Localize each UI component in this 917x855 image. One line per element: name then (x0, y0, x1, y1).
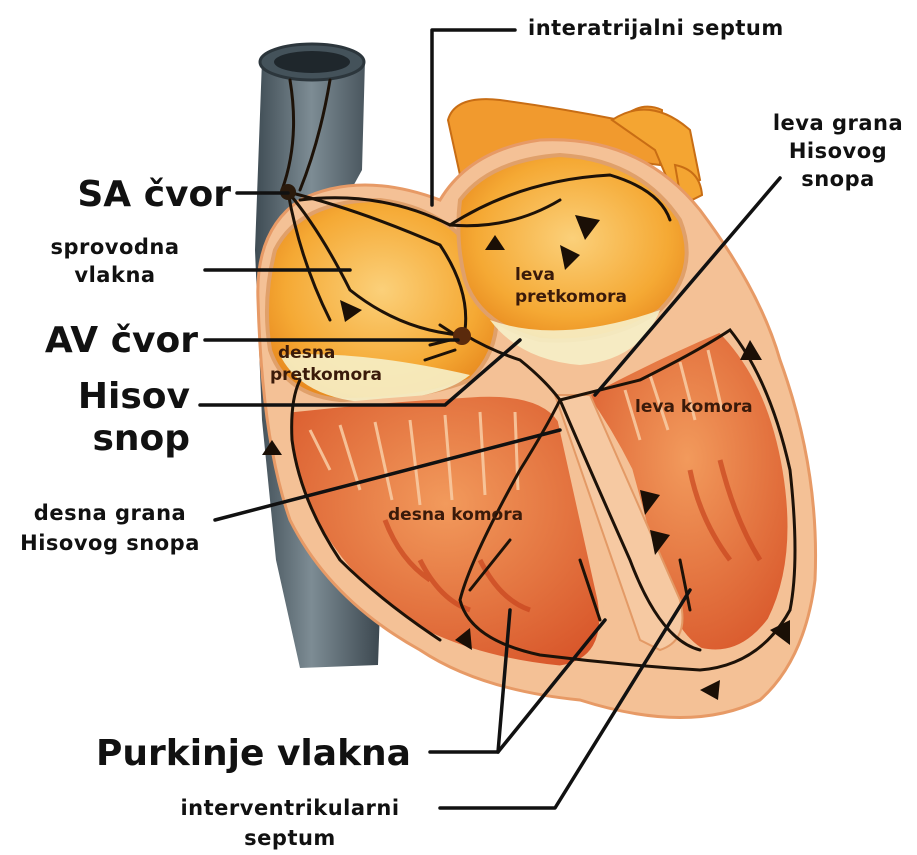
label-his-bundle-1: Hisov (78, 376, 190, 417)
label-interatrial-septum: interatrijalni septum (528, 16, 784, 40)
label-left-branch-3: snopa (801, 167, 875, 191)
label-left-branch-2: Hisovog (789, 139, 887, 163)
label-sa-node: SA čvor (77, 174, 231, 215)
label-av-node: AV čvor (45, 320, 198, 361)
label-interventricular-septum-1: interventrikularni (180, 796, 399, 820)
label-interventricular-septum-2: septum (244, 826, 336, 850)
left-atrium-label-2: pretkomora (515, 287, 627, 307)
right-atrium-label-1: desna (278, 343, 335, 363)
label-right-branch-1: desna grana (34, 501, 186, 525)
right-atrium-label-2: pretkomora (270, 365, 382, 385)
av-node-marker (453, 327, 471, 345)
left-ventricle-label: leva komora (635, 397, 753, 417)
label-conductive-fibers-2: vlakna (74, 263, 155, 287)
label-left-branch-1: leva grana (773, 111, 903, 135)
label-conductive-fibers-1: sprovodna (50, 235, 179, 259)
right-ventricle-label: desna komora (388, 505, 523, 525)
label-purkinje-fibers: Purkinje vlakna (96, 733, 411, 774)
left-atrium-label-1: leva (515, 265, 555, 285)
label-right-branch-2: Hisovog snopa (20, 531, 200, 555)
label-his-bundle-2: snop (92, 418, 190, 459)
